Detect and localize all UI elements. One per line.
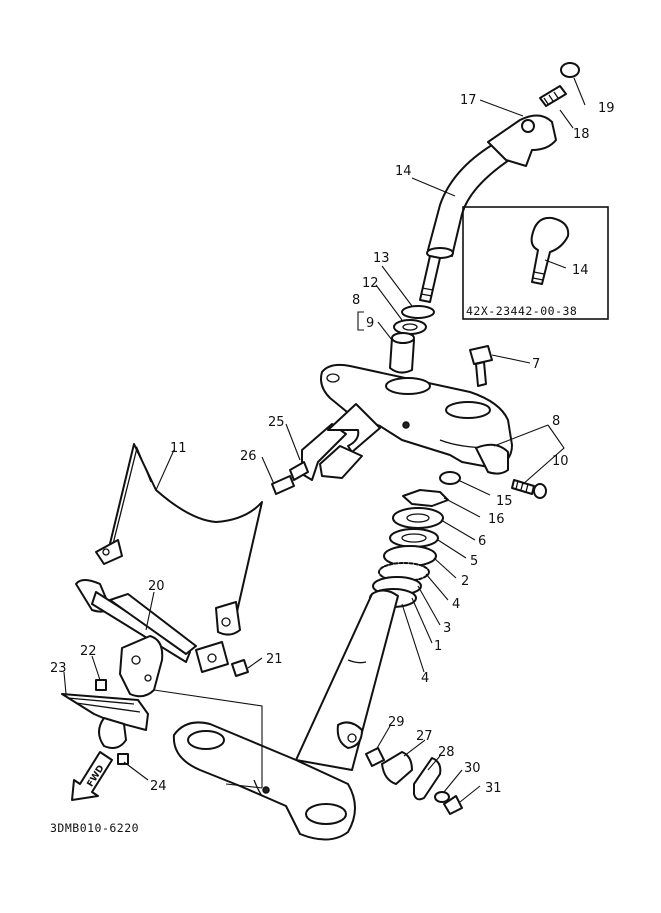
upper-bracket <box>320 363 513 475</box>
bolt-cap <box>560 62 580 78</box>
inset-box: 42X-23442-00-38 <box>462 206 609 320</box>
handlebar-holder <box>487 114 557 167</box>
lower-bracket <box>172 589 399 841</box>
callout-3: 3 <box>443 621 451 636</box>
callout-8-right: 8 <box>552 414 560 429</box>
spring-29 <box>365 747 385 767</box>
collar-9 <box>389 337 415 374</box>
callout-19: 19 <box>598 101 615 116</box>
callout-14: 14 <box>395 164 412 179</box>
callout-1: 1 <box>434 639 442 654</box>
callout-23: 23 <box>50 661 67 676</box>
leader-lines <box>63 77 586 803</box>
callout-18: 18 <box>573 127 590 142</box>
handlebar-assembly <box>419 62 580 303</box>
callout-20: 20 <box>148 579 165 594</box>
lever-27 <box>381 751 413 785</box>
callout-26: 26 <box>240 449 257 464</box>
inset-part-number: 42X-23442-00-38 <box>466 304 577 318</box>
callout-15: 15 <box>496 494 513 509</box>
screw-31 <box>443 795 463 815</box>
lower-small-parts <box>365 747 463 815</box>
callout-29: 29 <box>388 715 405 730</box>
callout-16: 16 <box>488 512 505 527</box>
callout-6: 6 <box>478 534 486 549</box>
callout-4-upper: 4 <box>452 597 460 612</box>
washers-and-collar <box>389 305 435 374</box>
callout-12: 12 <box>362 276 379 291</box>
emblem-23 <box>61 679 149 765</box>
washer-30 <box>434 791 450 803</box>
inset-handlebar <box>530 216 570 285</box>
callout-28: 28 <box>438 745 455 760</box>
callout-22: 22 <box>80 644 97 659</box>
callout-8-upper: 8 <box>352 293 360 308</box>
callout-numbers: 17 19 18 14 14 13 12 8 9 7 8 10 15 16 6 … <box>50 93 615 796</box>
callout-21: 21 <box>266 652 283 667</box>
handlebar-bolt <box>539 85 567 107</box>
nut-15 <box>439 471 461 485</box>
diagram-code: 3DMB010-6220 <box>50 821 139 835</box>
bolt-10 <box>511 479 547 499</box>
screw-22 <box>95 679 107 691</box>
handlebar-tube <box>427 144 513 257</box>
bracket-20 <box>75 579 249 698</box>
screw-24 <box>117 753 129 765</box>
washer-5 <box>389 528 439 548</box>
washer-16 <box>402 489 449 507</box>
callout-10: 10 <box>552 454 569 469</box>
callout-7: 7 <box>532 357 540 372</box>
callout-31: 31 <box>485 781 502 796</box>
callout-14-inset: 14 <box>572 263 589 278</box>
fwd-arrow: FWD <box>71 751 113 801</box>
bolt-26 <box>271 475 295 495</box>
callout-2: 2 <box>461 574 469 589</box>
callout-25: 25 <box>268 415 285 430</box>
callout-4-lower: 4 <box>421 671 429 686</box>
nut-21 <box>231 659 249 677</box>
callout-5: 5 <box>470 554 478 569</box>
washer-13 <box>401 305 435 319</box>
callout-24: 24 <box>150 779 167 794</box>
callout-17: 17 <box>460 93 477 108</box>
callout-11: 11 <box>170 441 187 456</box>
callout-13: 13 <box>373 251 390 266</box>
washer-12 <box>393 319 427 335</box>
callout-27: 27 <box>416 729 433 744</box>
callout-30: 30 <box>464 761 481 776</box>
nut-6 <box>392 507 444 529</box>
bracket-25 <box>271 403 381 495</box>
hanger-11 <box>95 443 263 636</box>
bolt-7 <box>469 345 493 387</box>
handlebar-shaft <box>419 255 441 303</box>
callout-9: 9 <box>366 316 374 331</box>
